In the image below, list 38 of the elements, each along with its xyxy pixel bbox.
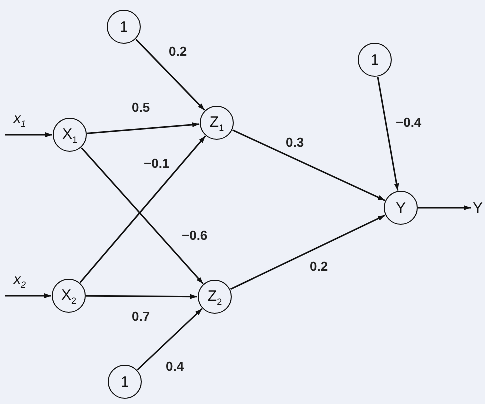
arrow — [87, 122, 200, 134]
node-label: Z$_{2}$ — [208, 288, 222, 306]
weight-label: 0.5 — [131, 101, 152, 115]
weight-label: 0.2 — [309, 260, 330, 274]
node-label: Z$_{1}$ — [210, 114, 224, 132]
input-label: x$_{2}$ — [14, 272, 26, 292]
weight-label: 0.2 — [168, 45, 188, 59]
arrow — [137, 308, 203, 371]
arrow — [86, 294, 198, 300]
node-label: Y — [396, 200, 406, 216]
node-label: 1 — [120, 374, 130, 390]
arrow — [5, 132, 52, 138]
weight-label: −0.6 — [181, 229, 209, 243]
arrow — [230, 214, 386, 290]
neuron-circle — [200, 106, 234, 140]
output-label: Y — [471, 199, 485, 217]
arrow — [232, 130, 386, 202]
weight-label: 0.4 — [165, 360, 186, 374]
neuron-circle — [198, 280, 232, 314]
neuron-circle — [53, 118, 87, 152]
arrow — [5, 294, 52, 298]
neuron-circle — [107, 10, 141, 44]
weight-label: −0.4 — [395, 116, 423, 130]
node-label: 1 — [120, 18, 128, 36]
node-label: X$_{1}$ — [62, 126, 78, 144]
neuron-circle — [52, 279, 86, 313]
arrow — [418, 206, 471, 210]
neuron-circle — [384, 191, 418, 225]
node-label: 1 — [370, 52, 380, 68]
weight-label: 0.7 — [131, 310, 152, 324]
weight-label: 0.3 — [285, 136, 306, 150]
weight-label: −0.1 — [143, 157, 171, 171]
arrow — [136, 39, 206, 111]
input-label: x$_{1}$ — [14, 111, 26, 131]
arrow — [377, 77, 400, 191]
node-label: X$_{2}$ — [61, 286, 77, 306]
neuron-circle — [358, 43, 392, 77]
neuron-circle — [108, 365, 142, 399]
